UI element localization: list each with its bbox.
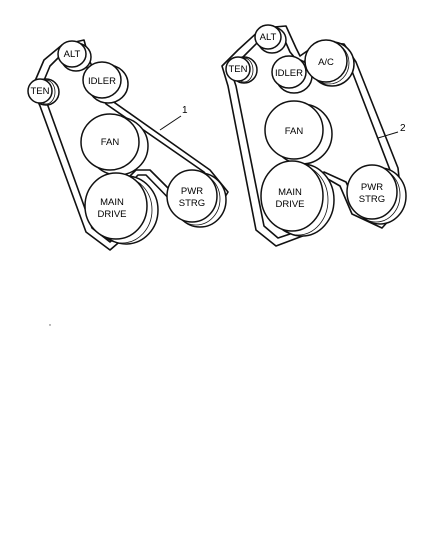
pulley-fan: FAN: [80, 113, 149, 176]
label-pwr-strg-line1: PWR: [181, 186, 203, 197]
label-ac: A/C: [318, 57, 334, 68]
callout-2: 2: [400, 123, 406, 134]
label-pwr-strg-line1: PWR: [361, 182, 383, 193]
label-pwr-strg-line2: STRG: [359, 194, 385, 205]
label-idler: IDLER: [88, 76, 116, 87]
label-fan: FAN: [285, 126, 304, 137]
pulley-fan: FAN: [264, 100, 333, 165]
label-idler: IDLER: [275, 68, 303, 79]
label-alt: ALT: [64, 49, 81, 60]
label-main-drive-line2: DRIVE: [275, 199, 304, 210]
label-pwr-strg-line2: STRG: [179, 198, 205, 209]
label-main-drive-line2: DRIVE: [97, 209, 126, 220]
pulley-ten: TEN: [225, 56, 258, 84]
callout-1: 1: [182, 105, 188, 116]
pulley-alt: ALT: [254, 24, 287, 54]
label-ten: TEN: [229, 64, 248, 75]
belt-diagram-1: ALT TEN IDLER FAN MAIN DRIVE: [27, 39, 229, 251]
callout-1-leader: [159, 115, 182, 131]
pulley-pwr-strg: PWR STRG: [166, 169, 227, 228]
stray-dot: [49, 324, 51, 326]
label-main-drive-line1: MAIN: [278, 187, 302, 198]
label-alt: ALT: [260, 32, 277, 43]
callout-2-leader: [377, 131, 399, 139]
pulley-idler: IDLER: [271, 55, 313, 94]
label-ten: TEN: [31, 86, 50, 97]
pulley-main-drive: MAIN DRIVE: [84, 172, 159, 245]
pulley-idler: IDLER: [82, 61, 129, 104]
pulley-pwr-strg: PWR STRG: [346, 164, 407, 225]
pulley-ac: A/C: [304, 39, 355, 87]
pulley-alt: ALT: [57, 40, 92, 72]
belt-diagram-2: ALT TEN IDLER A/C FAN: [221, 24, 407, 247]
label-main-drive-line1: MAIN: [100, 197, 124, 208]
label-fan: FAN: [101, 137, 120, 148]
pulley-ten: TEN: [27, 78, 60, 106]
pulley-main-drive: MAIN DRIVE: [260, 160, 335, 237]
